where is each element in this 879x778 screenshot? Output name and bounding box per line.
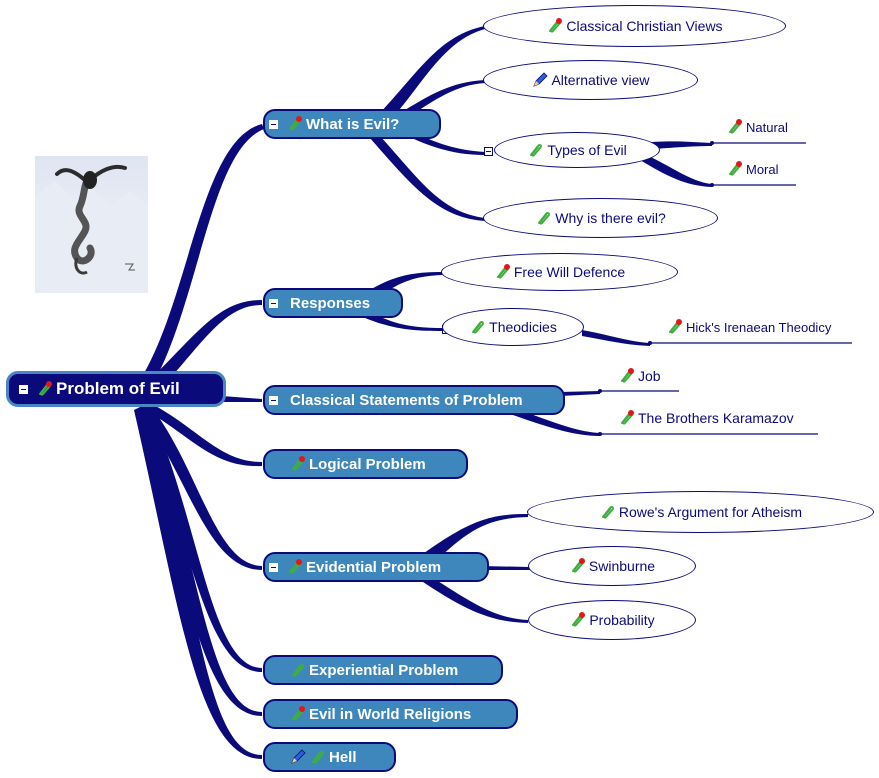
paperclip-pushpin-icon (569, 611, 587, 629)
paperclip-pushpin-icon (289, 455, 307, 473)
subtopic-label: Why is there evil? (555, 210, 666, 226)
subtopic-swinburne[interactable]: Swinburne (528, 546, 696, 586)
topic-experiential-problem[interactable]: Experiential Problem (263, 655, 503, 685)
root-topic[interactable]: Problem of Evil (6, 371, 226, 407)
pencil-icon (289, 748, 307, 766)
paperclip-pushpin-icon (36, 380, 54, 398)
subtopic-free-will-defence[interactable]: Free Will Defence (441, 253, 678, 291)
topic-hell[interactable]: Hell (263, 742, 396, 772)
leaf-label: Moral (746, 161, 779, 177)
subtopic-label: Theodicies (489, 319, 557, 335)
leaf-natural[interactable]: Natural (726, 118, 788, 136)
paperclip-pushpin-icon (286, 558, 304, 576)
paperclip-pushpin-icon (546, 17, 564, 35)
leaf-moral[interactable]: Moral (726, 160, 779, 178)
subtopic-label: Free Will Defence (513, 264, 626, 280)
topic-what-is-evil[interactable]: What is Evil? (263, 109, 441, 139)
subtopic-label: Classical Christian Views (566, 18, 723, 34)
leaf-brothers-karamazov[interactable]: The Brothers Karamazov (618, 409, 794, 427)
subtopic-probability[interactable]: Probability (528, 600, 696, 640)
paperclip-pushpin-icon (618, 409, 636, 427)
subtopic-alternative-view[interactable]: Alternative view (483, 60, 698, 100)
subtopic-rowes-argument[interactable]: Rowe's Argument for Atheism (527, 491, 874, 533)
paperclip-pushpin-icon (726, 118, 744, 136)
topic-label: Evil in World Religions (309, 705, 472, 723)
subtopic-classical-christian-views[interactable]: Classical Christian Views (483, 5, 786, 47)
collapse-icon[interactable] (269, 562, 278, 572)
paperclip-pushpin-icon (726, 160, 744, 178)
collapse-icon[interactable] (269, 119, 278, 129)
evil-figure-image (35, 156, 148, 293)
collapse-icon[interactable] (269, 298, 278, 308)
collapse-icon[interactable] (19, 384, 28, 394)
collapse-icon[interactable] (269, 395, 278, 405)
subtopic-label: Alternative view (551, 72, 650, 88)
paperclip-icon (289, 661, 307, 679)
root-topic-label: Problem of Evil (56, 379, 180, 398)
pencil-icon (531, 71, 549, 89)
paperclip-pushpin-icon (494, 263, 512, 281)
paperclip-icon (599, 503, 617, 521)
topic-label: What is Evil? (306, 115, 400, 133)
subtopic-why-is-there-evil[interactable]: Why is there evil? (483, 198, 718, 238)
subtopic-label: Rowe's Argument for Atheism (618, 504, 803, 520)
paperclip-icon (309, 748, 327, 766)
leaf-label: Hick's Irenaean Theodicy (686, 319, 832, 335)
paperclip-pushpin-icon (666, 318, 684, 336)
collapse-icon[interactable] (484, 147, 493, 156)
topic-label: Evidential Problem (306, 558, 442, 576)
paperclip-icon (469, 318, 487, 336)
paperclip-pushpin-icon (618, 367, 636, 385)
paperclip-icon (527, 141, 545, 159)
subtopic-label: Swinburne (588, 558, 656, 574)
topic-label: Experiential Problem (309, 661, 459, 679)
subtopic-theodicies[interactable]: Theodicies (442, 308, 584, 346)
paperclip-icon (535, 209, 553, 227)
paperclip-pushpin-icon (286, 115, 304, 133)
topic-label: Classical Statements of Problem (290, 391, 523, 409)
topic-label: Logical Problem (309, 455, 426, 473)
leaf-label: The Brothers Karamazov (638, 410, 794, 426)
topic-label: Responses (290, 294, 371, 312)
leaf-label: Job (638, 368, 661, 384)
topic-label: Hell (329, 748, 357, 766)
paperclip-pushpin-icon (289, 705, 307, 723)
topic-classical-statements[interactable]: Classical Statements of Problem (263, 385, 565, 415)
topic-responses[interactable]: Responses (263, 288, 403, 318)
topic-logical-problem[interactable]: Logical Problem (263, 449, 468, 479)
topic-evidential-problem[interactable]: Evidential Problem (263, 552, 489, 582)
leaf-job[interactable]: Job (618, 367, 661, 385)
subtopic-label: Probability (589, 612, 655, 628)
topic-evil-in-world-religions[interactable]: Evil in World Religions (263, 699, 518, 729)
subtopic-label: Types of Evil (547, 142, 627, 158)
leaf-hicks-irenaean-theodicy[interactable]: Hick's Irenaean Theodicy (666, 318, 831, 336)
subtopic-types-of-evil[interactable]: Types of Evil (494, 132, 660, 168)
paperclip-pushpin-icon (569, 557, 587, 575)
leaf-label: Natural (746, 119, 788, 135)
